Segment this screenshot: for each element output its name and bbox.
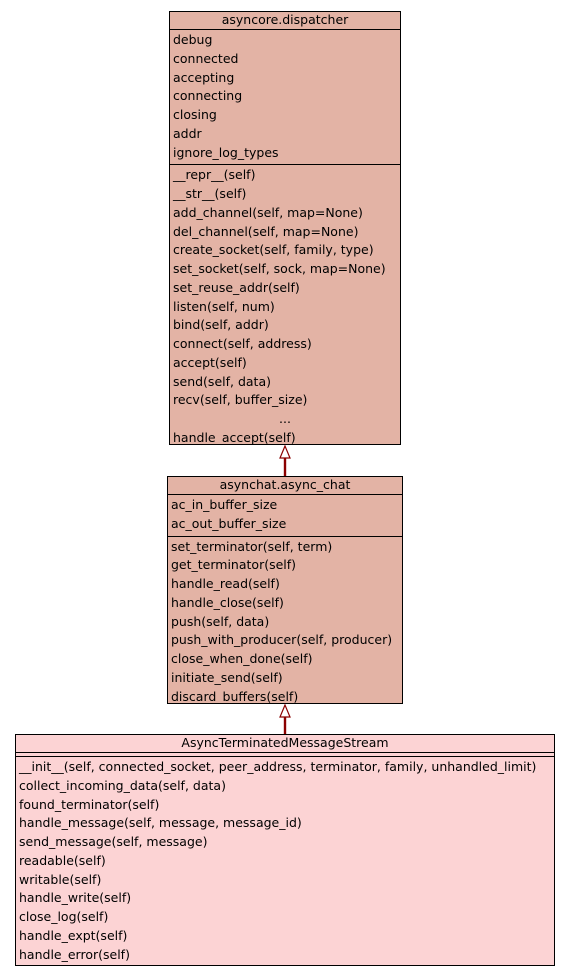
attributes-section: debug connected accepting connecting clo… (170, 30, 400, 166)
method: handle_close(self) (171, 594, 284, 610)
methods-section: __repr__(self) __str__(self) add_channel… (170, 165, 400, 449)
method: recv(self, buffer_size) (173, 392, 308, 408)
method: set_reuse_addr(self) (173, 279, 300, 295)
method: handle_expt(self) (19, 927, 128, 943)
method: collect_incoming_data(self, data) (19, 777, 226, 793)
method: __str__(self) (173, 186, 247, 201)
class-name: asynchat.async_chat (168, 477, 402, 495)
method: push_with_producer(self, producer) (171, 632, 393, 648)
method: create_socket(self, family, type) (173, 242, 374, 258)
method: connect(self, address) (173, 336, 312, 351)
method: add_channel(self, map=None) (173, 204, 363, 220)
attribute: ac_out_buffer_size (171, 515, 287, 531)
class-name: AsyncTerminatedMessageStream (16, 735, 554, 753)
method: handle_read(self) (171, 576, 280, 591)
method: send(self, data) (173, 373, 271, 389)
method: listen(self, num) (173, 298, 275, 314)
methods-section: set_terminator(self, term) get_terminato… (168, 537, 402, 709)
method: push(self, data) (171, 613, 270, 629)
method: found_terminator(self) (19, 796, 160, 812)
method: initiate_send(self) (171, 669, 283, 685)
method: __init__(self, connected_socket, peer_ad… (19, 759, 537, 774)
methods-section: __init__(self, connected_socket, peer_ad… (16, 757, 554, 966)
method: handle_write(self) (19, 890, 132, 906)
class-async-terminated-message-stream: AsyncTerminatedMessageStream __init__(se… (15, 734, 555, 966)
inheritance-edge-async-chat-to-dispatcher (279, 444, 291, 476)
method: set_socket(self, sock, map=None) (173, 261, 386, 276)
method: readable(self) (19, 852, 106, 868)
method: get_terminator(self) (171, 557, 297, 573)
class-name: asyncore.dispatcher (170, 12, 400, 30)
method: __repr__(self) (173, 167, 256, 183)
attribute: connected (173, 50, 239, 66)
method: set_terminator(self, term) (171, 538, 333, 554)
method: del_channel(self, map=None) (173, 223, 359, 239)
method: handle_message(self, message, message_id… (19, 815, 302, 831)
method: bind(self, addr) (173, 317, 269, 333)
method: close_log(self) (19, 909, 109, 924)
method: writable(self) (19, 871, 102, 887)
inheritance-edge-message-stream-to-async-chat (279, 703, 291, 734)
method: handle_error(self) (19, 946, 130, 962)
method: send_message(self, message) (19, 834, 208, 849)
attribute: ac_in_buffer_size (171, 497, 278, 512)
attribute: debug (173, 32, 213, 47)
class-asynchat-async-chat: asynchat.async_chat ac_in_buffer_size ac… (167, 476, 403, 704)
method: accept(self) (173, 354, 247, 370)
attribute: connecting (173, 88, 243, 104)
method: discard_buffers(self) (171, 688, 299, 704)
attributes-section: ac_in_buffer_size ac_out_buffer_size (168, 495, 402, 537)
attribute: addr (173, 125, 202, 141)
method: handle_accept(self) (173, 429, 296, 445)
attribute: accepting (173, 69, 235, 85)
attributes-section (16, 753, 554, 757)
attribute: ignore_log_types (173, 144, 279, 160)
method: close_when_done(self) (171, 651, 313, 666)
attribute: closing (173, 107, 217, 122)
method-ellipsis: ... (279, 411, 291, 426)
class-asyncore-dispatcher: asyncore.dispatcher debug connected acce… (169, 11, 401, 445)
